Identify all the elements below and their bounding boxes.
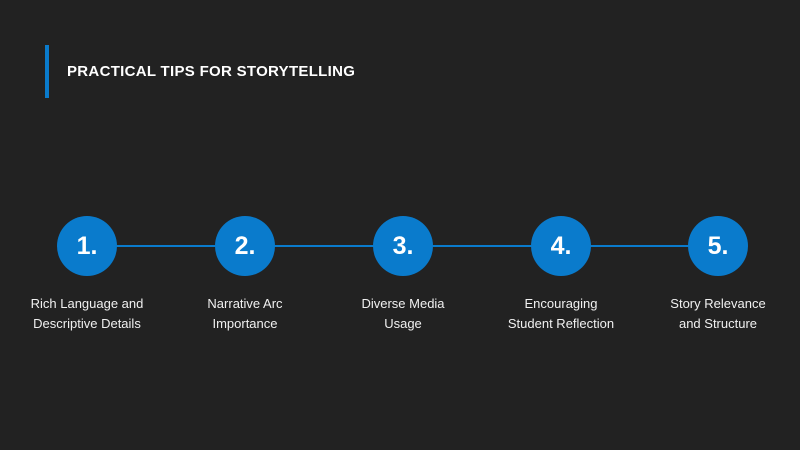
step-label-line: Importance [212, 316, 278, 331]
step-label-line: Descriptive Details [33, 316, 141, 331]
step-number-circle: 5. [688, 216, 748, 276]
step-label-line: and Structure [678, 316, 758, 331]
step-number-circle: 1. [57, 216, 117, 276]
slide-title: PRACTICAL TIPS FOR STORYTELLING [67, 63, 356, 80]
step-number-circle: 3. [373, 216, 433, 276]
step-label-line: Narrative Arc [207, 296, 283, 311]
step-label-line: Rich Language and [30, 296, 144, 311]
step-number-circle: 2. [215, 216, 275, 276]
step-label-line: Story Relevance [670, 296, 766, 311]
step-label-line: Diverse Media [361, 296, 445, 311]
step-5: 5. Story Relevance and Structure [638, 216, 798, 334]
step-label-line: Student Reflection [507, 316, 615, 331]
step-number-circle: 4. [531, 216, 591, 276]
title-accent-bar [45, 45, 49, 98]
step-label-line: Encouraging [524, 296, 598, 311]
step-label-line: Usage [384, 316, 422, 331]
step-label: Story Relevance and Structure [638, 294, 798, 334]
